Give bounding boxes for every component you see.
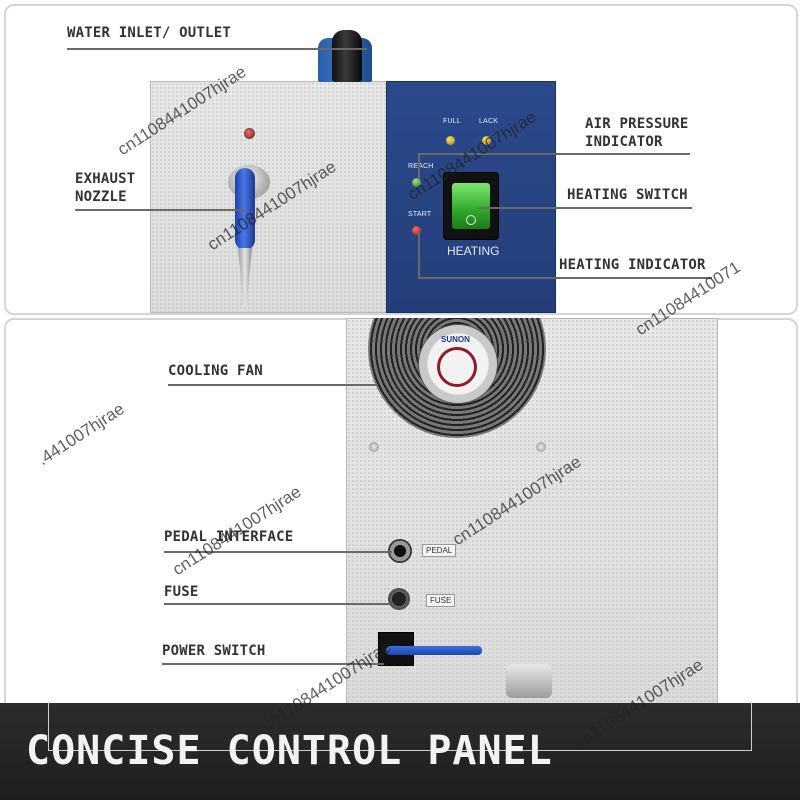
callout-air-pressure-line1: AIR PRESSURE <box>585 116 689 132</box>
heating-switch-off-mark <box>466 215 476 225</box>
banner-title: CONCISE CONTROL PANEL <box>26 728 553 774</box>
callout-exhaust-line2: NOZZLE <box>75 189 127 205</box>
drain-valve-body <box>506 664 552 698</box>
fan-brand-label: SUNON <box>441 335 470 344</box>
machine-front-steel <box>150 81 388 313</box>
leader-water-inlet <box>67 48 367 50</box>
leader-pedal-interface <box>164 551 392 553</box>
callout-exhaust-nozzle: EXHAUST NOZZLE <box>75 170 135 206</box>
fuse-port-tag: FUSE <box>426 594 456 607</box>
fuse-holder[interactable] <box>388 588 410 610</box>
start-indicator-led <box>412 226 421 235</box>
fan-logo-icon <box>437 347 477 387</box>
leader-heating-indicator-v <box>418 232 420 278</box>
lack-indicator-led <box>482 136 491 145</box>
callout-air-pressure: AIR PRESSURE INDICATOR <box>585 115 689 151</box>
full-indicator-led <box>446 136 455 145</box>
water-inlet-knob <box>332 30 362 82</box>
leader-air-pressure-h <box>418 153 690 155</box>
reach-indicator-led <box>412 178 421 187</box>
title-banner <box>0 703 800 800</box>
power-indicator-led <box>244 128 255 139</box>
full-label: FULL <box>443 118 461 125</box>
reach-label: REACH <box>408 163 434 170</box>
leader-heating-indicator-h <box>418 277 712 279</box>
lack-label: LACK <box>479 118 499 125</box>
pedal-connector[interactable] <box>388 539 412 563</box>
drain-valve-handle[interactable] <box>386 646 482 655</box>
exhaust-nozzle-body <box>235 168 255 250</box>
leader-exhaust-nozzle <box>75 209 245 211</box>
fan-hub: SUNON <box>418 324 498 404</box>
fan-screw-left <box>369 442 379 452</box>
leader-cooling-fan <box>168 384 378 386</box>
callout-air-pressure-line2: INDICATOR <box>585 134 663 150</box>
leader-heating-switch <box>478 207 692 209</box>
callout-pedal-interface: PEDAL INTERFACE <box>164 529 294 545</box>
callout-water-inlet-outlet: WATER INLET/ OUTLET <box>67 25 231 41</box>
callout-exhaust-line1: EXHAUST <box>75 171 136 187</box>
cooling-fan: SUNON <box>368 318 546 438</box>
fan-screw-right <box>536 442 546 452</box>
callout-fuse: FUSE <box>164 584 199 600</box>
callout-power-switch: POWER SWITCH <box>162 643 266 659</box>
banner-frame <box>48 702 752 751</box>
leader-fuse <box>164 603 390 605</box>
callout-heating-indicator: HEATING INDICATOR <box>559 257 706 273</box>
pedal-port-tag: PEDAL <box>422 544 457 557</box>
callout-cooling-fan: COOLING FAN <box>168 363 263 379</box>
leader-power-switch <box>162 663 384 665</box>
leader-air-pressure-v <box>418 153 420 179</box>
heating-label: HEATING <box>447 244 500 258</box>
callout-heating-switch: HEATING SWITCH <box>567 187 688 203</box>
start-label: START <box>408 211 432 218</box>
heating-switch[interactable] <box>443 172 499 240</box>
